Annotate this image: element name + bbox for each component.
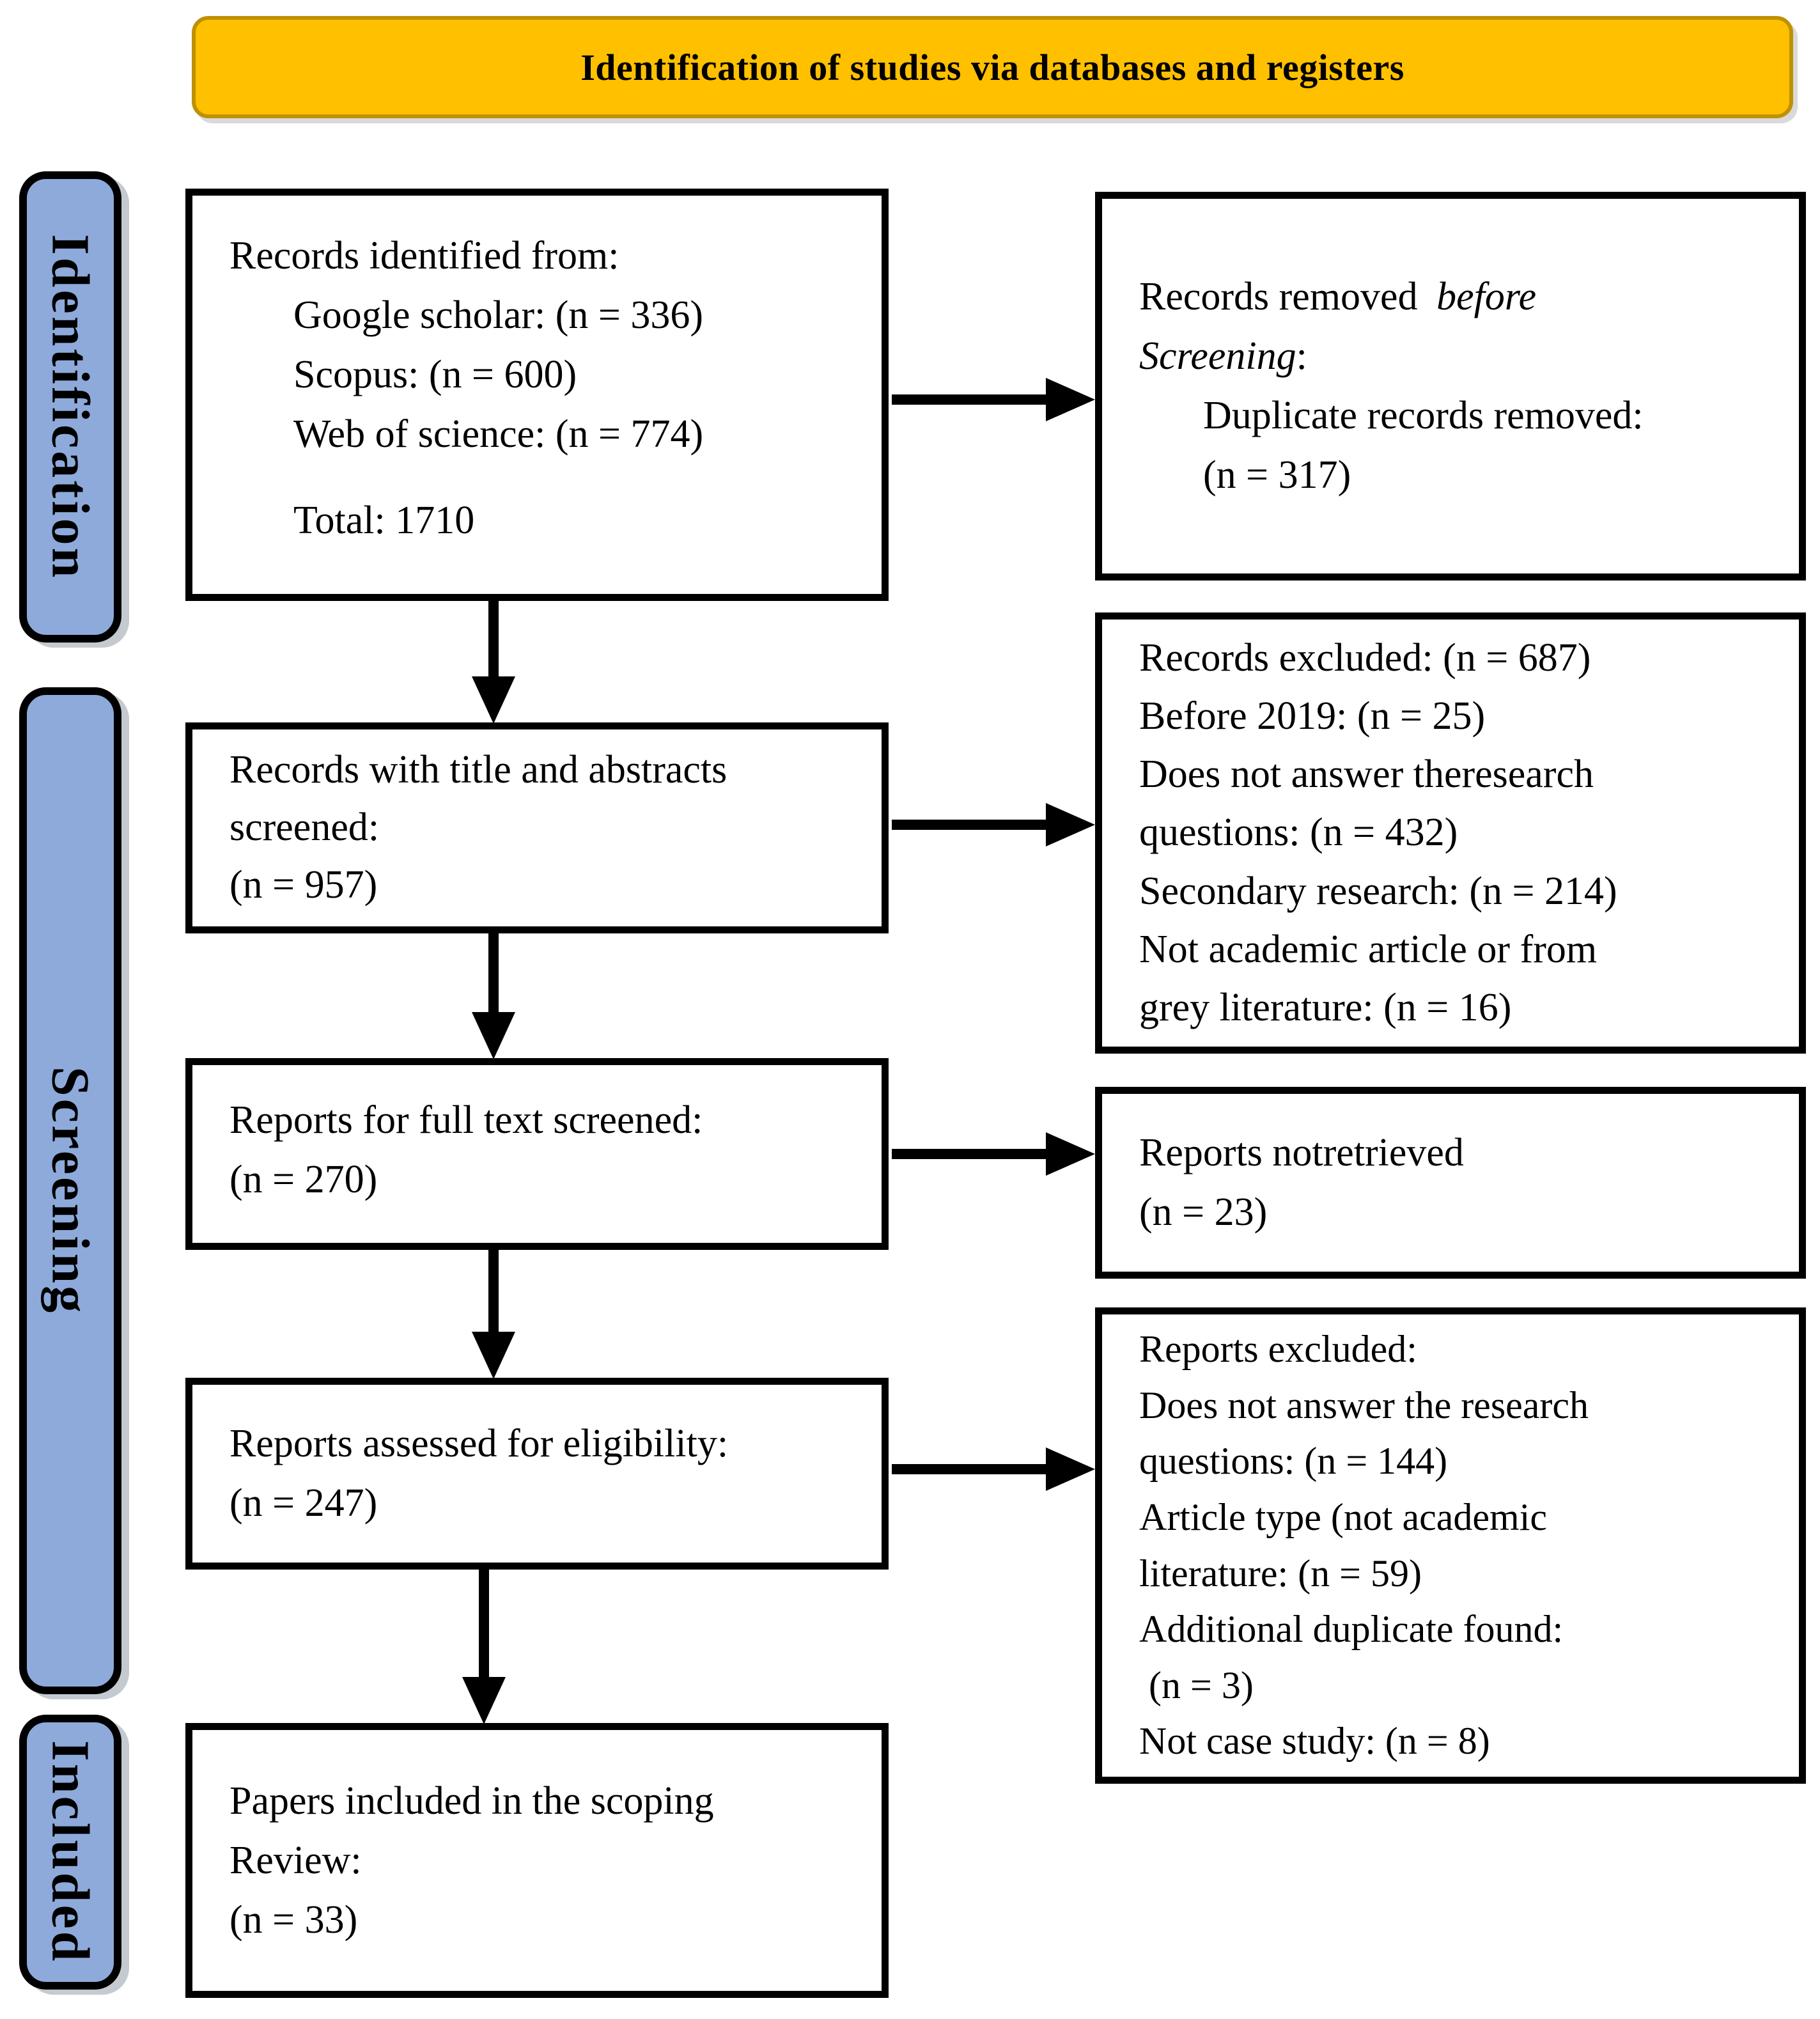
box-line: Reports for full text screened: (229, 1098, 703, 1142)
removed-colon: : (1296, 334, 1307, 378)
box-line: (n = 270) (229, 1158, 378, 1201)
box-line: Review: (229, 1838, 362, 1882)
stage-label-identification: Identification (40, 233, 100, 581)
box-title-abstract-screened: Records with title and abstracts screene… (185, 722, 889, 933)
arrow-shaft (892, 820, 1050, 830)
box-line: Reports assessed for eligibility: (229, 1422, 729, 1465)
stage-identification: Identification (19, 171, 121, 643)
banner: Identification of studies via databases … (192, 16, 1793, 118)
box-line: (n = 247) (229, 1481, 378, 1525)
arrow-shaft (892, 1149, 1050, 1159)
records-identified-item: Web of science: (n = 774) (293, 412, 704, 456)
box-line: Screening: (1139, 327, 1799, 386)
box-reports-not-retrieved: Reports notretrieved (n = 23) (1095, 1087, 1806, 1279)
box-line: Additional duplicate found: (1139, 1608, 1564, 1651)
arrow-head-down-icon (462, 1677, 506, 1724)
arrow-shaft (892, 1464, 1050, 1474)
box-line: questions: (n = 432) (1139, 811, 1458, 855)
box-line: (n = 957) (229, 862, 378, 907)
stage-included: Included (19, 1715, 121, 1990)
records-identified-item: Google scholar: (n = 336) (293, 293, 704, 337)
box-assessed-eligibility: Reports assessed for eligibility: (n = 2… (185, 1378, 889, 1570)
box-line: Papers included in the scoping (229, 1779, 714, 1823)
stage-label-included: Included (40, 1740, 100, 1964)
box-records-excluded: Records excluded: (n = 687) Before 2019:… (1095, 612, 1806, 1054)
box-line: (n = 3) (1139, 1664, 1254, 1706)
arrow-shaft (488, 1250, 499, 1334)
arrow-shaft (892, 394, 1050, 405)
box-full-text-screened: Reports for full text screened: (n = 270… (185, 1058, 889, 1250)
records-identified-total: Total: 1710 (293, 499, 475, 542)
arrow-shaft (479, 1570, 489, 1680)
box-line: (n = 33) (229, 1898, 358, 1942)
box-line: Article type (not academic (1139, 1495, 1548, 1538)
box-line: (n = 23) (1139, 1190, 1268, 1234)
box-line: Before 2019: (n = 25) (1139, 694, 1486, 738)
stage-label-screening: Screening (40, 1066, 100, 1316)
box-line: literature: (n = 59) (1139, 1552, 1422, 1594)
arrow-head-down-icon (472, 676, 515, 724)
box-line: grey literature: (n = 16) (1139, 985, 1512, 1029)
box-papers-included: Papers included in the scoping Review: (… (185, 1723, 889, 1998)
box-line: Not academic article or from (1139, 927, 1598, 971)
box-line: Duplicate records removed: (1203, 394, 1644, 437)
box-line: screened: (229, 806, 380, 850)
arrow-head-right-icon (1046, 1132, 1095, 1176)
arrow-head-down-icon (472, 1332, 515, 1379)
box-line: questions: (n = 144) (1139, 1440, 1448, 1483)
box-line: Records excluded: (n = 687) (1139, 636, 1591, 680)
box-line: Reports excluded: (1139, 1328, 1417, 1371)
box-reports-excluded: Reports excluded: Does not answer the re… (1095, 1307, 1806, 1784)
removed-before-italic: before (1436, 275, 1537, 318)
arrow-head-right-icon (1046, 1447, 1095, 1491)
box-records-removed-before-screening: Records removed before Screening: Duplic… (1095, 192, 1806, 581)
arrow-shaft (488, 601, 499, 681)
box-line: Reports notretrieved (1139, 1131, 1464, 1174)
box-line: Not case study: (n = 8) (1139, 1720, 1490, 1763)
arrow-head-right-icon (1046, 803, 1095, 846)
records-identified-title: Records identified from: (229, 234, 619, 277)
arrow-head-right-icon (1046, 378, 1095, 421)
box-line: Does not answer the research (1139, 1384, 1589, 1426)
box-line: Secondary research: (n = 214) (1139, 869, 1617, 913)
removed-pre: Records removed (1139, 275, 1428, 318)
box-line: Records removed before (1139, 267, 1799, 327)
records-identified-item: Scopus: (n = 600) (293, 353, 577, 396)
arrow-shaft (488, 933, 499, 1015)
removed-screening-italic: Screening (1139, 334, 1296, 378)
banner-title: Identification of studies via databases … (580, 46, 1404, 88)
arrow-head-down-icon (472, 1012, 515, 1059)
box-line: (n = 317) (1203, 453, 1351, 497)
box-line: Does not answer theresearch (1139, 752, 1594, 797)
box-line: Records with title and abstracts (229, 748, 727, 792)
stage-screening: Screening (19, 687, 121, 1694)
box-records-identified: Records identified from: Google scholar:… (185, 189, 889, 601)
